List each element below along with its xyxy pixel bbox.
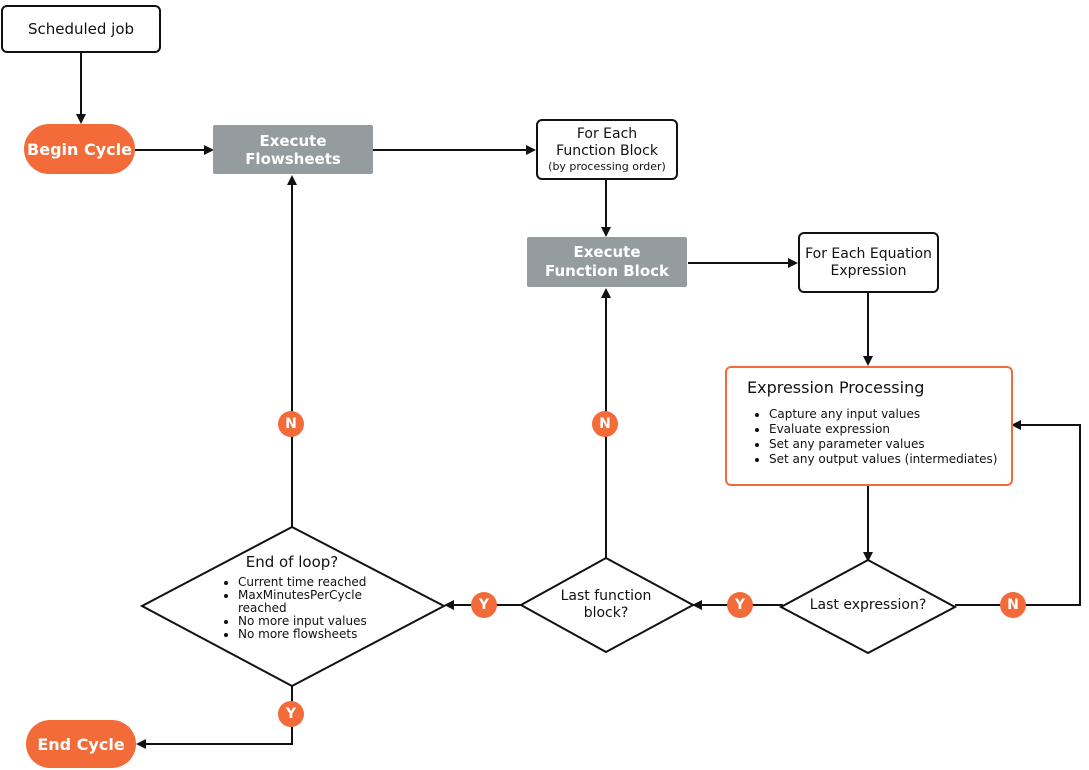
last-function-block-label: Last function block?: [560, 588, 652, 621]
list-item: Set any output values (intermediates): [769, 452, 999, 467]
diamond-last-function-block: [518, 556, 696, 654]
end-of-loop-conditions: Current time reached MaxMinutesPerCycle …: [224, 576, 408, 641]
list-item: Capture any input values: [769, 407, 999, 422]
list-item: Current time reached: [238, 576, 408, 589]
execute-flowsheets-label: Execute Flowsheets: [245, 131, 341, 168]
no-badge-end-of-loop: N: [278, 411, 304, 437]
list-item: No more input values: [238, 615, 408, 628]
begin-cycle-label: Begin Cycle: [27, 139, 132, 159]
list-item: MaxMinutesPerCycle reached: [238, 589, 408, 615]
expression-processing-title: Expression Processing: [747, 378, 925, 397]
yes-badge-end-of-loop: Y: [471, 592, 497, 618]
diamond-end-of-loop: [139, 525, 447, 688]
diamond-last-expression: [778, 558, 958, 655]
end-cycle-label: End Cycle: [37, 734, 125, 754]
no-badge-last-expression: N: [1000, 592, 1026, 618]
end-cycle-terminal: End Cycle: [26, 720, 136, 768]
execute-function-block-box: Execute Function Block: [527, 237, 687, 287]
for-each-function-block-box: For Each Function Block (by processing o…: [536, 119, 678, 180]
expression-processing-box: Expression Processing Capture any input …: [725, 366, 1013, 486]
scheduled-job-box: Scheduled job: [1, 5, 161, 53]
end-of-loop-title: End of loop?: [245, 553, 339, 571]
expression-processing-list: Capture any input values Evaluate expres…: [747, 407, 999, 467]
list-item: No more flowsheets: [238, 628, 408, 641]
no-badge-last-function-block: N: [592, 411, 618, 437]
last-expression-label: Last expression?: [809, 597, 927, 613]
execute-function-block-label: Execute Function Block: [544, 243, 669, 280]
scheduled-job-label: Scheduled job: [27, 20, 135, 38]
begin-cycle-terminal: Begin Cycle: [24, 124, 135, 174]
execute-flowsheets-box: Execute Flowsheets: [213, 125, 373, 174]
for-each-equation-expression-box: For Each Equation Expression: [798, 232, 939, 293]
for-each-function-block-label: For Each Function Block: [556, 126, 658, 159]
list-item: Evaluate expression: [769, 422, 999, 437]
list-item: Set any parameter values: [769, 437, 999, 452]
arrow-endloop-yes: [136, 686, 293, 749]
yes-badge-end-cycle: Y: [278, 701, 304, 727]
by-processing-order-label: (by processing order): [548, 160, 666, 173]
for-each-equation-expression-label: For Each Equation Expression: [805, 245, 932, 279]
yes-badge-last-expression: Y: [727, 592, 753, 618]
